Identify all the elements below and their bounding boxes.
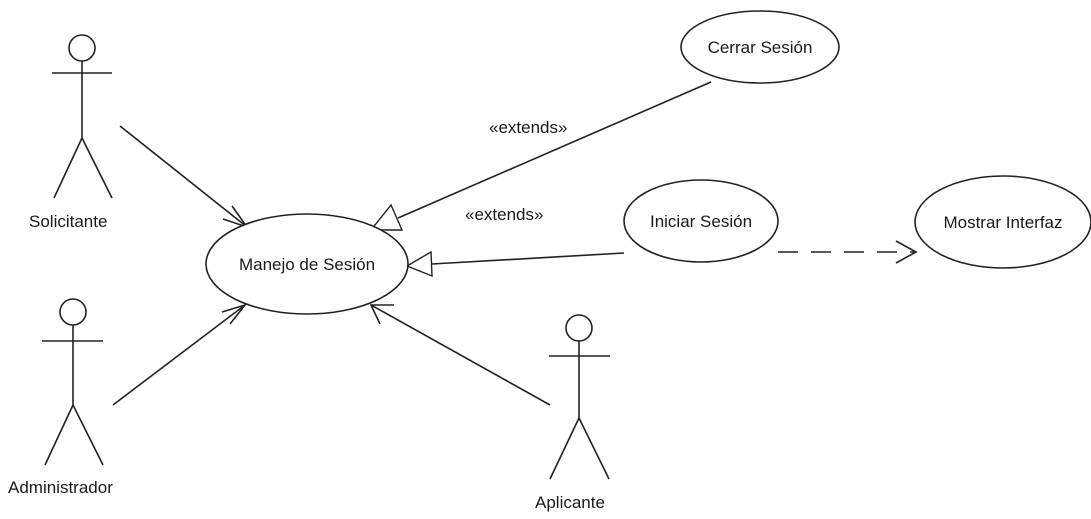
actor-administrador-left-leg xyxy=(45,405,73,465)
actor-solicitante-label: Solicitante xyxy=(29,212,107,231)
actor-administrador-head xyxy=(60,299,86,325)
association-solicitante xyxy=(120,126,247,227)
actor-administrador[interactable]: Administrador xyxy=(8,299,113,497)
extends-cerrar-label: «extends» xyxy=(489,118,567,137)
actor-aplicante-head xyxy=(566,315,592,341)
use-case-iniciar-sesion-label: Iniciar Sesión xyxy=(650,212,752,231)
use-case-cerrar-sesion[interactable]: Cerrar Sesión xyxy=(681,11,839,83)
dependency-iniciar-mostrar xyxy=(778,241,916,263)
actor-aplicante[interactable]: Aplicante xyxy=(535,315,610,512)
use-case-mostrar-interfaz[interactable]: Mostrar Interfaz xyxy=(915,176,1091,268)
association-administrador xyxy=(113,305,245,405)
actor-aplicante-left-leg xyxy=(550,418,579,479)
actor-aplicante-right-leg xyxy=(579,418,609,479)
use-case-iniciar-sesion[interactable]: Iniciar Sesión xyxy=(624,180,778,262)
actor-solicitante-right-leg xyxy=(82,138,112,198)
association-aplicante xyxy=(371,305,550,405)
actor-solicitante-head xyxy=(69,35,95,61)
actor-aplicante-label: Aplicante xyxy=(535,493,605,512)
actor-administrador-right-leg xyxy=(73,405,103,465)
extends-iniciar-sesion: «extends» xyxy=(407,205,624,276)
use-case-manejo-de-sesion[interactable]: Manejo de Sesión xyxy=(206,214,408,314)
actor-solicitante-left-leg xyxy=(54,138,82,198)
use-case-manejo-de-sesion-label: Manejo de Sesión xyxy=(239,255,375,274)
use-case-cerrar-sesion-label: Cerrar Sesión xyxy=(708,38,813,57)
actor-solicitante[interactable]: Solicitante xyxy=(29,35,112,231)
extends-iniciar-label: «extends» xyxy=(465,205,543,224)
actor-administrador-label: Administrador xyxy=(8,478,113,497)
use-case-mostrar-interfaz-label: Mostrar Interfaz xyxy=(943,213,1062,232)
